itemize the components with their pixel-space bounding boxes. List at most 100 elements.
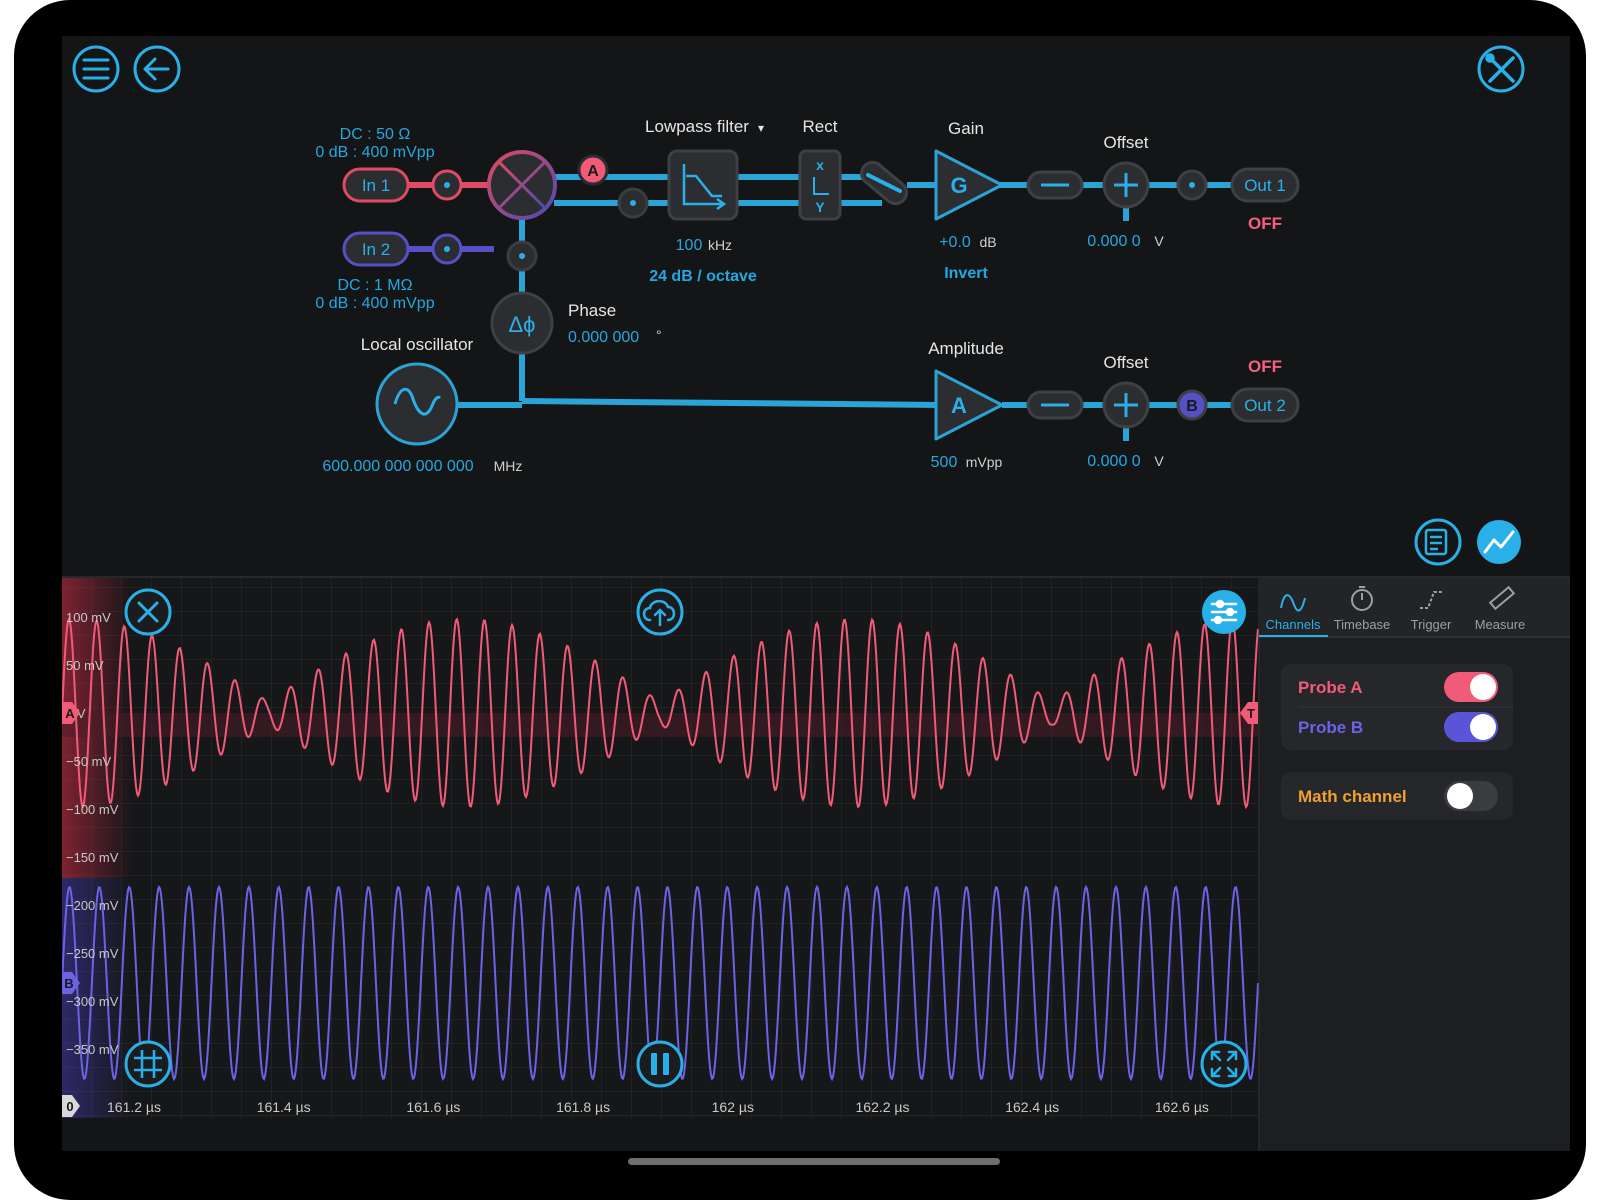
local-osc-block[interactable] [375, 362, 459, 446]
device-frame: DC : 50 Ω 0 dB : 400 mVpp In 1 In 2 DC :… [14, 0, 1586, 1200]
side-panel: Channels Timebase Trigger Measure Probe [1258, 578, 1570, 1151]
settings-button[interactable] [1477, 45, 1525, 93]
notes-icon [1424, 528, 1448, 556]
gain-invert[interactable]: Invert [944, 265, 988, 282]
tab-measure-label: Measure [1475, 617, 1526, 632]
tab-trigger[interactable]: Trigger [1411, 591, 1452, 632]
tab-timebase-label: Timebase [1334, 617, 1391, 632]
in1-pill[interactable]: In 1 [342, 167, 410, 203]
out2-pill[interactable]: Out 2 [1230, 387, 1300, 423]
probe-b-waveform [62, 884, 1259, 1082]
gain-unit: dB [979, 234, 996, 250]
y-tick-label: 50 mV [66, 658, 104, 673]
lowpass-dropdown-caret[interactable]: ▾ [758, 121, 764, 135]
tab-channels-label: Channels [1266, 617, 1321, 632]
time-zero-marker[interactable]: 0 [62, 1095, 80, 1117]
x-tick-label: 161.2 µs [107, 1099, 161, 1115]
phase-block[interactable]: Δϕ [490, 291, 554, 355]
close-scope-button[interactable] [124, 588, 172, 636]
tab-timebase[interactable]: Timebase [1334, 586, 1391, 632]
in2-label: In 2 [362, 240, 390, 259]
gain-block[interactable]: G [934, 149, 1004, 221]
home-indicator[interactable] [628, 1158, 1000, 1165]
mixer[interactable] [487, 150, 557, 220]
rect-block[interactable]: x Y [798, 149, 842, 221]
offset1-adder[interactable] [1102, 161, 1150, 209]
phase-value[interactable]: 0.000 000 [568, 329, 639, 346]
fullscreen-button[interactable] [1200, 1040, 1248, 1088]
app-screen: DC : 50 Ω 0 dB : 400 mVpp In 1 In 2 DC :… [62, 36, 1570, 1151]
scope-settings-button[interactable] [1202, 590, 1246, 634]
lowpass-freq-value[interactable]: 100 [676, 237, 703, 254]
math-channel-toggle[interactable] [1444, 781, 1498, 811]
tools-icon [1485, 53, 1515, 83]
local-osc-value[interactable]: 600.000 000 000 000 [322, 458, 473, 475]
x-tick-label: 161.8 µs [556, 1099, 610, 1115]
channel-a-marker[interactable]: A [62, 702, 80, 724]
pause-button[interactable] [636, 1040, 684, 1088]
trigger-edge-icon [1420, 591, 1442, 609]
amplitude-unit: mVpp [966, 454, 1003, 470]
probe-b-toggle[interactable] [1444, 712, 1498, 742]
in2-pill[interactable]: In 2 [342, 231, 410, 267]
out1-state[interactable]: OFF [1248, 214, 1282, 233]
offset1-minus-button[interactable] [1026, 170, 1084, 200]
upload-button[interactable] [636, 588, 684, 636]
gain-value[interactable]: +0.0 [939, 234, 971, 251]
gain-switch[interactable] [857, 158, 911, 208]
expand-icon [1210, 1050, 1238, 1078]
probe-b-trace [62, 884, 1259, 1082]
y-tick-label: −300 mV [66, 994, 119, 1009]
y-tick-label: −350 mV [66, 1042, 119, 1057]
lowpass-title: Lowpass filter [645, 117, 749, 136]
notes-button[interactable] [1414, 518, 1462, 566]
out2-state[interactable]: OFF [1248, 357, 1282, 376]
lowpass-freq-unit: kHz [708, 237, 732, 253]
offset2-minus-button[interactable] [1026, 390, 1084, 420]
out1-label: Out 1 [1244, 176, 1286, 195]
close-icon [137, 601, 159, 623]
phase-unit: ° [656, 327, 662, 343]
probe-a-trace [62, 616, 1259, 810]
amplitude-value[interactable]: 500 [931, 454, 958, 471]
x-tick-label: 161.6 µs [406, 1099, 460, 1115]
app-canvas: DC : 50 Ω 0 dB : 400 mVpp In 1 In 2 DC :… [62, 45, 1570, 1151]
crosshair-grid-icon [134, 1050, 162, 1078]
y-tick-label: −100 mV [66, 802, 119, 817]
menu-button[interactable] [72, 45, 120, 93]
plus-icon [1114, 173, 1138, 197]
out1-pill[interactable]: Out 1 [1230, 167, 1300, 203]
time-zero-marker-label: 0 [66, 1099, 73, 1114]
sine-icon [1280, 594, 1306, 612]
channel-b-marker[interactable]: B [62, 972, 80, 994]
gain-title: Gain [948, 119, 984, 138]
y-tick-label: −50 mV [66, 754, 111, 769]
offset2-adder[interactable] [1102, 381, 1150, 429]
grid-cursor-button[interactable] [124, 1040, 172, 1088]
pause-icon [651, 1053, 669, 1075]
trigger-marker[interactable]: T [1240, 702, 1258, 724]
in1-range: 0 dB : 400 mVpp [315, 144, 434, 161]
probe-b-marker[interactable]: B [1176, 389, 1208, 421]
tab-channels[interactable]: Channels [1266, 594, 1321, 632]
gain-symbol: G [950, 173, 967, 198]
sliders-icon [1210, 599, 1238, 625]
plus-icon [1114, 393, 1138, 417]
in1-coupling: DC : 50 Ω [340, 126, 411, 143]
rect-y-label: Y [815, 199, 825, 215]
tab-trigger-label: Trigger [1411, 617, 1452, 632]
back-button[interactable] [133, 45, 181, 93]
offset2-value[interactable]: 0.000 0 [1087, 453, 1140, 470]
lowpass-filter-block[interactable] [667, 149, 739, 221]
lowpass-slope[interactable]: 24 dB / octave [649, 268, 757, 285]
amplitude-block[interactable]: A [934, 369, 1004, 441]
probe-a-marker[interactable]: A [577, 154, 609, 186]
flow-diagram: DC : 50 Ω 0 dB : 400 mVpp In 1 In 2 DC :… [72, 45, 1525, 566]
x-tick-label: 162.2 µs [856, 1099, 910, 1115]
offset1-value[interactable]: 0.000 0 [1087, 233, 1140, 250]
offset1-unit: V [1154, 233, 1164, 249]
tab-measure[interactable]: Measure [1475, 585, 1526, 632]
graph-button[interactable] [1477, 520, 1521, 564]
probe-a-toggle[interactable] [1444, 672, 1498, 702]
